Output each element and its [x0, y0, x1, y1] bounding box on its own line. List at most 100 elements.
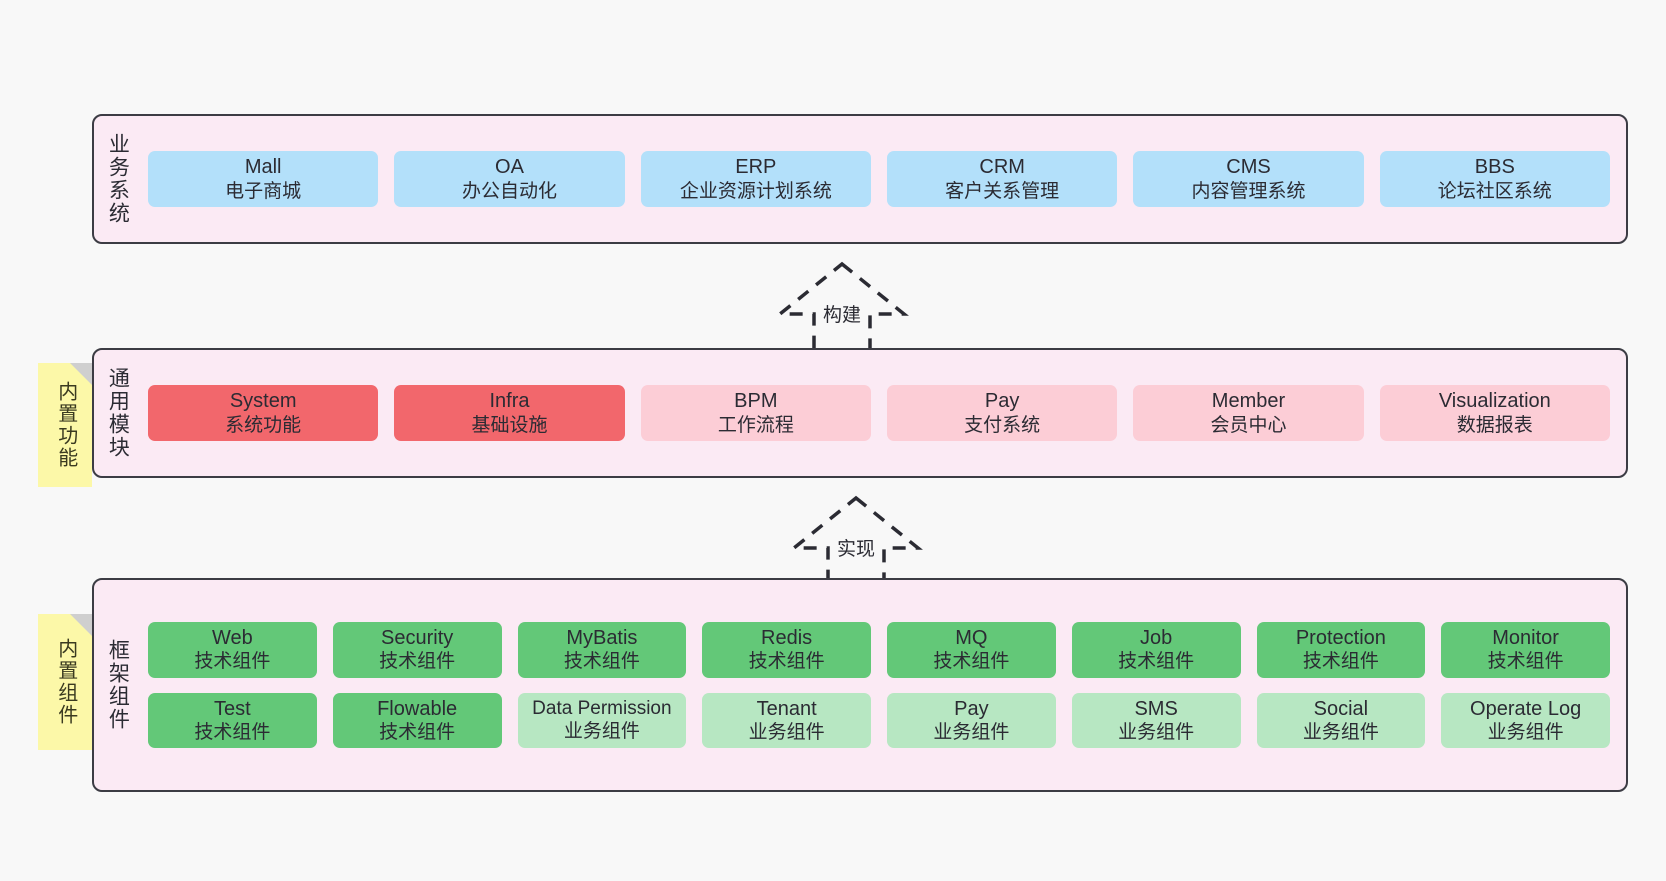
card-crm[interactable]: CRM 客户关系管理 [886, 151, 1118, 207]
layer-title-framework-components: 框架组件 [106, 639, 130, 731]
card-title-en: System [229, 390, 297, 413]
layer-title-common-modules: 通用模块 [106, 367, 130, 459]
card-title-en: Test [214, 697, 251, 720]
card-title-en: Pay [954, 697, 989, 720]
card-pay-module[interactable]: Pay 支付系统 [886, 385, 1118, 441]
sticky-note-builtin-features: 内置功能 [38, 363, 92, 487]
card-title-cn: 系统功能 [225, 414, 302, 436]
card-title-cn: 技术组件 [1487, 651, 1564, 673]
arrow-build: 构建 [752, 258, 932, 354]
card-flowable[interactable]: Flowable 技术组件 [332, 692, 502, 749]
card-title-en: Social [1313, 697, 1369, 720]
sticky-note-label: 内置组件 [54, 638, 77, 726]
card-title-en: Web [211, 626, 253, 649]
card-title-en: CRM [979, 156, 1025, 179]
card-title-en: ERP [735, 156, 777, 179]
card-title-cn: 内容管理系统 [1191, 180, 1306, 202]
layer-body-common-modules: System 系统功能 Infra 基础设施 BPM 工作流程 Pay 支付系统… [140, 350, 1626, 476]
card-title-cn: 会员中心 [1210, 414, 1287, 436]
card-security[interactable]: Security 技术组件 [332, 621, 502, 678]
card-cms[interactable]: CMS 内容管理系统 [1133, 151, 1364, 207]
card-title-en: Protection [1295, 626, 1386, 649]
card-title-cn: 论坛社区系统 [1437, 180, 1552, 202]
sticky-note-label: 内置功能 [54, 381, 77, 469]
card-pay-component[interactable]: Pay 业务组件 [887, 692, 1056, 749]
card-title-en: Member [1211, 390, 1286, 413]
arrow-implement: 实现 [766, 492, 946, 588]
card-title-en: Visualization [1438, 390, 1551, 413]
card-web[interactable]: Web 技术组件 [148, 621, 317, 678]
card-title-en: MQ [955, 626, 988, 649]
sticky-note-builtin-components: 内置组件 [38, 614, 92, 750]
card-title-en: Operate Log [1470, 697, 1582, 720]
card-title-cn: 数据报表 [1456, 414, 1533, 436]
layer-title-business-systems: 业务系统 [106, 133, 130, 225]
card-title-cn: 业务组件 [1302, 721, 1379, 743]
card-title-cn: 电子商城 [225, 180, 302, 202]
card-title-cn: 业务组件 [1118, 721, 1195, 743]
card-title-cn: 基础设施 [471, 414, 548, 436]
card-system[interactable]: System 系统功能 [148, 385, 379, 441]
card-monitor[interactable]: Monitor 技术组件 [1441, 621, 1610, 678]
card-mall[interactable]: Mall 电子商城 [148, 151, 379, 207]
card-title-cn: 业务组件 [1487, 721, 1564, 743]
card-redis[interactable]: Redis 技术组件 [702, 621, 871, 678]
card-oa[interactable]: OA 办公自动化 [394, 151, 625, 207]
card-title-en: Job [1140, 626, 1173, 649]
card-title-en: Pay [984, 390, 1020, 413]
card-title-en: Security [381, 626, 454, 649]
card-job[interactable]: Job 技术组件 [1071, 621, 1241, 678]
card-title-en: MyBatis [566, 626, 638, 649]
card-title-cn: 企业资源计划系统 [679, 180, 832, 202]
card-bbs[interactable]: BBS 论坛社区系统 [1379, 151, 1610, 207]
card-infra[interactable]: Infra 基础设施 [394, 385, 625, 441]
card-row: Test 技术组件 Flowable 技术组件 Data Permission … [148, 692, 1610, 749]
card-row: Web 技术组件 Security 技术组件 MyBatis 技术组件 Redi… [148, 621, 1610, 678]
card-title-cn: 技术组件 [194, 651, 271, 673]
card-title-cn: 技术组件 [1118, 651, 1195, 673]
folded-corner-icon [70, 363, 92, 385]
card-title-en: BPM [734, 390, 778, 413]
card-title-en: SMS [1134, 697, 1178, 720]
card-title-en: Flowable [377, 697, 458, 720]
card-row: System 系统功能 Infra 基础设施 BPM 工作流程 Pay 支付系统… [148, 385, 1610, 441]
card-mybatis[interactable]: MyBatis 技术组件 [517, 621, 687, 678]
card-title-en: Tenant [756, 697, 817, 720]
layer-common-modules: 通用模块 System 系统功能 Infra 基础设施 BPM 工作流程 Pay… [92, 348, 1628, 478]
card-erp[interactable]: ERP 企业资源计划系统 [640, 151, 871, 207]
card-title-cn: 业务组件 [933, 721, 1010, 743]
card-bpm[interactable]: BPM 工作流程 [640, 385, 871, 441]
layer-business-systems: 业务系统 Mall 电子商城 OA 办公自动化 ERP 企业资源计划系统 CRM… [92, 114, 1628, 244]
card-title-en: BBS [1474, 156, 1515, 179]
card-title-cn: 技术组件 [1302, 651, 1379, 673]
card-title-cn: 技术组件 [194, 721, 271, 743]
card-title-en: Infra [489, 390, 530, 413]
card-row: Mall 电子商城 OA 办公自动化 ERP 企业资源计划系统 CRM 客户关系… [148, 151, 1610, 207]
layer-framework-components: 框架组件 Web 技术组件 Security 技术组件 MyBatis 技术组件… [92, 578, 1628, 792]
card-test[interactable]: Test 技术组件 [148, 692, 317, 749]
layer-body-framework-components: Web 技术组件 Security 技术组件 MyBatis 技术组件 Redi… [140, 580, 1626, 790]
card-title-cn: 客户关系管理 [945, 180, 1060, 202]
hollow-arrow-up-icon [789, 495, 923, 586]
card-title-cn: 技术组件 [748, 651, 825, 673]
card-title-cn: 技术组件 [933, 651, 1010, 673]
card-title-cn: 技术组件 [379, 721, 456, 743]
card-data-permission[interactable]: Data Permission 业务组件 [517, 692, 687, 749]
hollow-arrow-up-icon [775, 261, 909, 352]
card-title-en: OA [495, 156, 524, 179]
card-social[interactable]: Social 业务组件 [1256, 692, 1426, 749]
card-title-cn: 技术组件 [563, 651, 640, 673]
card-title-cn: 技术组件 [379, 651, 456, 673]
card-operate-log[interactable]: Operate Log 业务组件 [1441, 692, 1610, 749]
card-protection[interactable]: Protection 技术组件 [1256, 621, 1426, 678]
card-title-en: Monitor [1492, 626, 1559, 649]
card-title-cn: 办公自动化 [461, 180, 557, 202]
card-sms[interactable]: SMS 业务组件 [1071, 692, 1241, 749]
card-member[interactable]: Member 会员中心 [1133, 385, 1364, 441]
card-title-en: CMS [1226, 156, 1271, 179]
card-mq[interactable]: MQ 技术组件 [887, 621, 1056, 678]
card-tenant[interactable]: Tenant 业务组件 [702, 692, 871, 749]
card-title-cn: 业务组件 [748, 721, 825, 743]
card-visualization[interactable]: Visualization 数据报表 [1379, 385, 1610, 441]
